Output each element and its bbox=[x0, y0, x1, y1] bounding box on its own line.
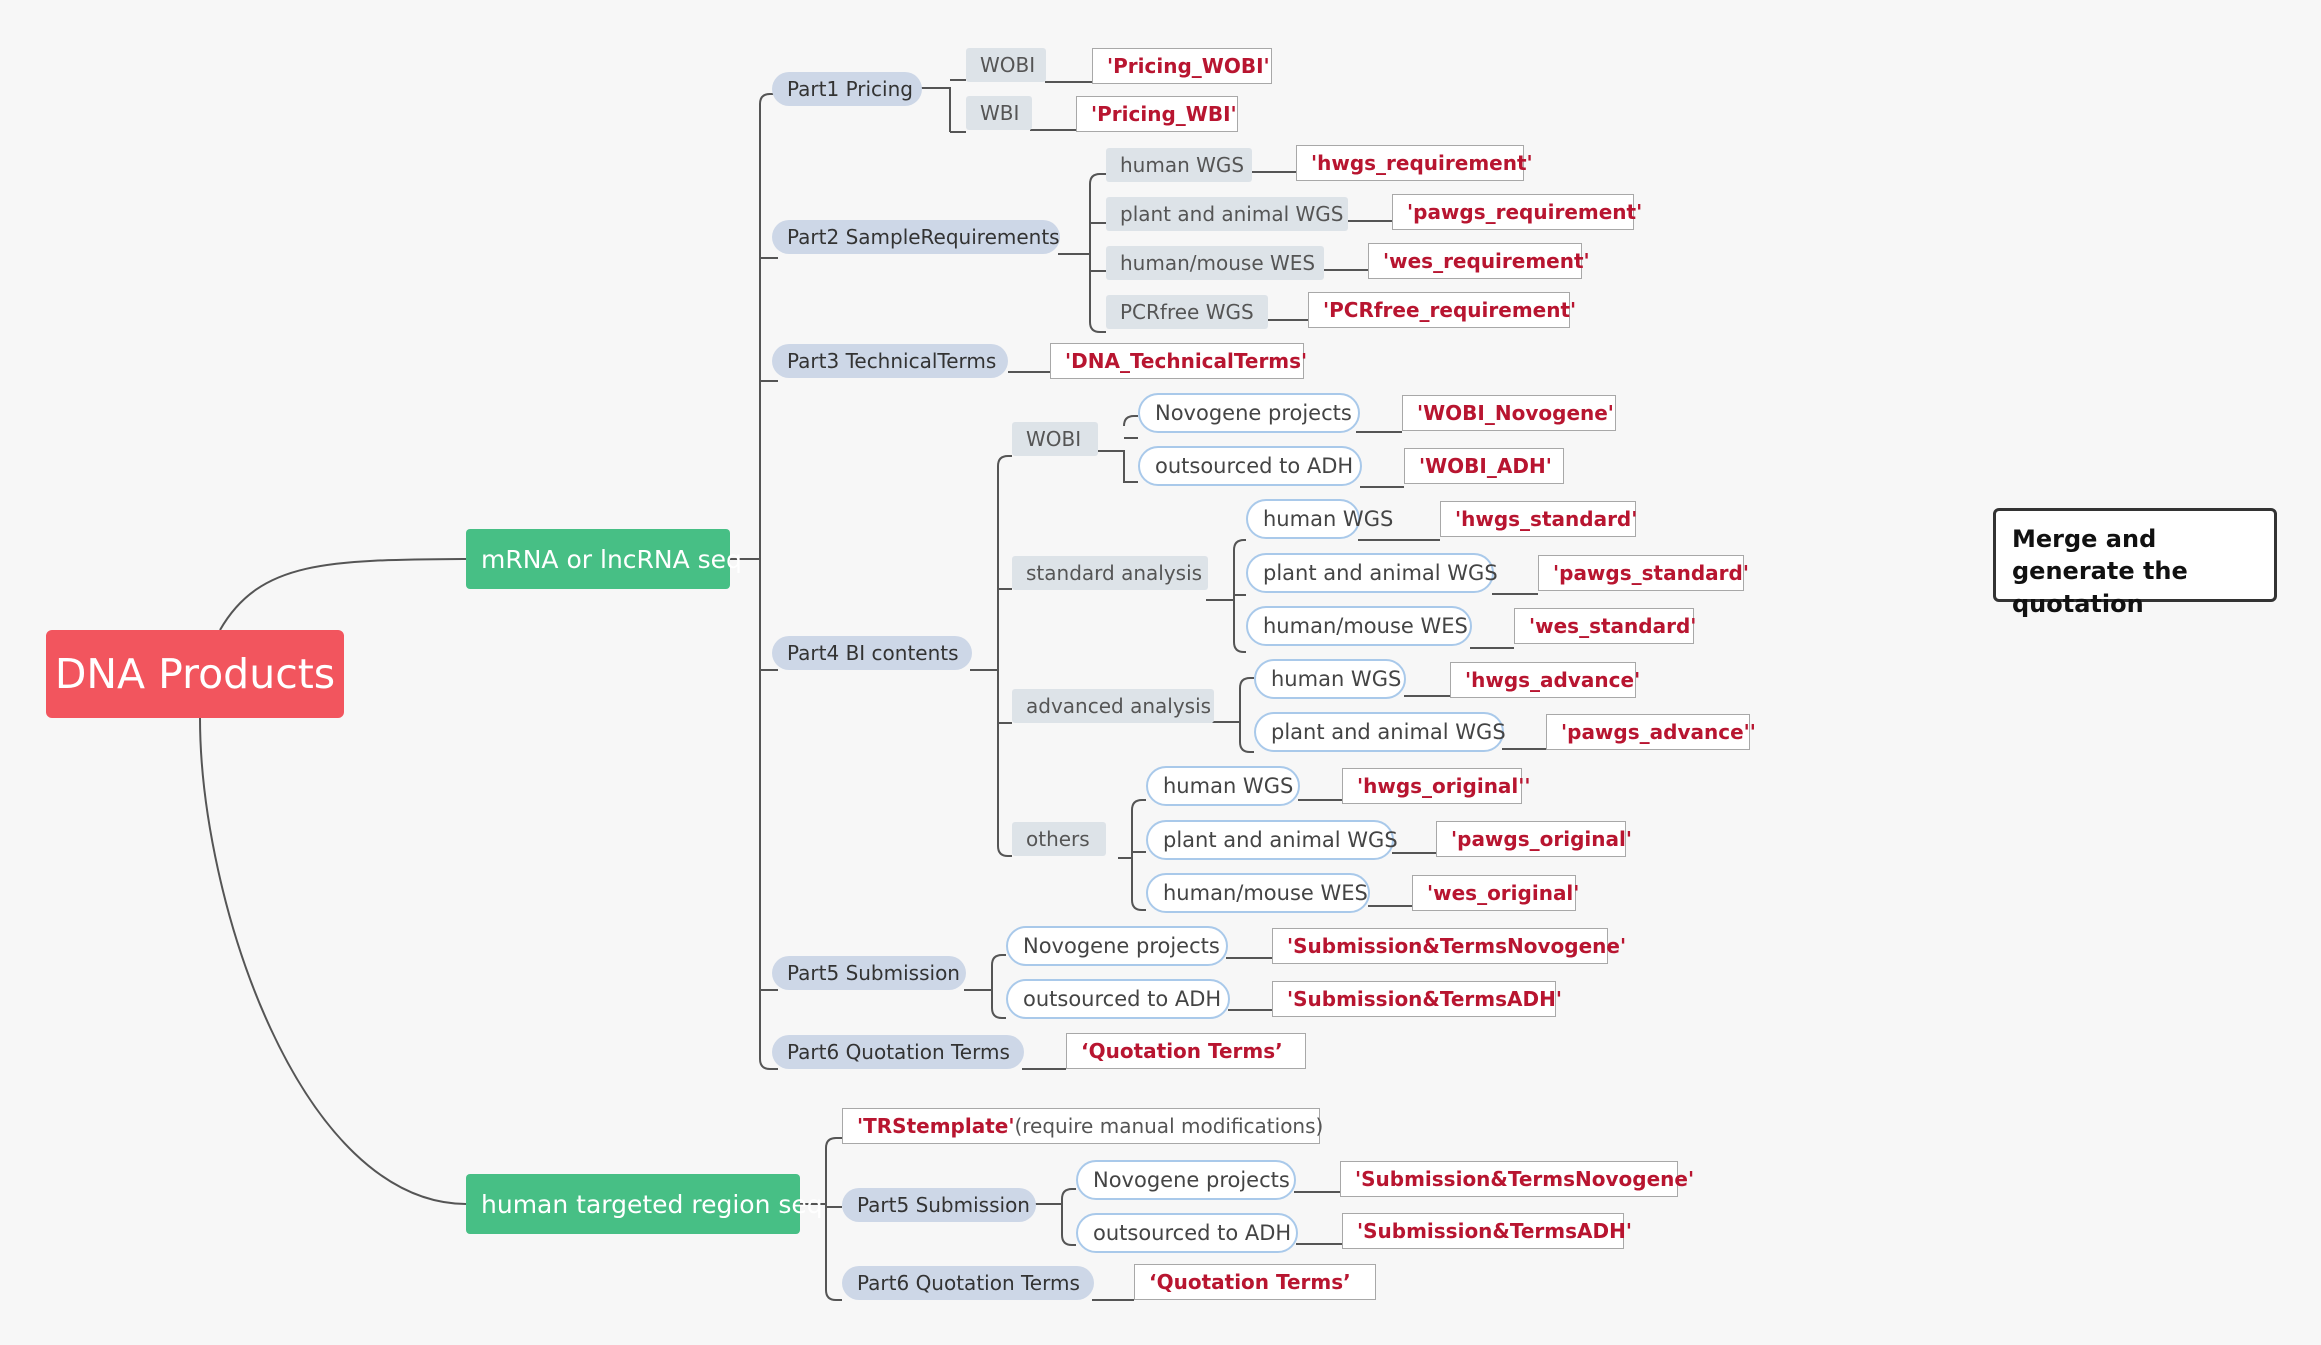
tag-p4[interactable]: 'wes_standard' bbox=[1514, 608, 1696, 644]
part6-quotation-terms[interactable]: Part6 Quotation Terms bbox=[772, 1035, 1024, 1069]
tag-trs-template[interactable]: 'TRStemplate' (require manual modificati… bbox=[842, 1108, 1324, 1144]
tag-htr-p5[interactable]: 'Submission&TermsADH' bbox=[1342, 1213, 1632, 1249]
p4-advanced[interactable]: advanced analysis bbox=[1012, 689, 1214, 723]
p4-others-item[interactable]: human WGS bbox=[1146, 766, 1300, 806]
part3-technical-terms[interactable]: Part3 TechnicalTerms bbox=[772, 344, 1008, 378]
part5-submission[interactable]: Part5 Submission bbox=[772, 956, 966, 990]
p4-standard[interactable]: standard analysis bbox=[1012, 556, 1208, 590]
p4-wobi-item[interactable]: Novogene projects bbox=[1138, 393, 1360, 433]
htr-p5-item[interactable]: outsourced to ADH bbox=[1076, 1213, 1298, 1253]
tag-p4[interactable]: 'pawgs_advance'' bbox=[1546, 714, 1756, 750]
p4-advanced-item[interactable]: plant and animal WGS bbox=[1254, 712, 1506, 752]
p4-others[interactable]: others bbox=[1012, 822, 1106, 856]
tag-trs-template-name: 'TRStemplate' bbox=[857, 1114, 1015, 1138]
p4-wobi[interactable]: WOBI bbox=[1012, 422, 1098, 456]
tag-p4[interactable]: 'pawgs_standard' bbox=[1538, 555, 1749, 591]
part4-bi-contents[interactable]: Part4 BI contents bbox=[772, 636, 972, 670]
tag-p5[interactable]: 'Submission&TermsADH' bbox=[1272, 981, 1562, 1017]
p4-standard-item[interactable]: human WGS bbox=[1246, 499, 1393, 539]
tag-p5[interactable]: 'Submission&TermsNovogene' bbox=[1272, 928, 1626, 964]
merge-node[interactable]: Merge and generate the quotation bbox=[1993, 508, 2277, 618]
tag-pricing-wobi[interactable]: 'Pricing_WOBI' bbox=[1092, 48, 1272, 84]
p1-wobi[interactable]: WOBI bbox=[966, 48, 1046, 82]
tag-trs-template-note: (require manual modifications) bbox=[1014, 1114, 1324, 1138]
branch-mrna[interactable]: mRNA or lncRNA seq bbox=[466, 529, 742, 589]
p4-wobi-item[interactable]: outsourced to ADH bbox=[1138, 446, 1362, 486]
tag-p4[interactable]: 'hwgs_advance' bbox=[1450, 662, 1640, 698]
p1-wbi[interactable]: WBI bbox=[966, 96, 1032, 130]
branch-human-targeted-region[interactable]: human targeted region seq bbox=[466, 1174, 823, 1234]
tag-pricing-wbi[interactable]: 'Pricing_WBI' bbox=[1076, 96, 1238, 132]
tag-p3[interactable]: 'DNA_TechnicalTerms' bbox=[1050, 343, 1307, 379]
p4-standard-item[interactable]: plant and animal WGS bbox=[1246, 553, 1498, 593]
tag-p2[interactable]: 'PCRfree_requirement' bbox=[1308, 292, 1576, 328]
p2-item[interactable]: human WGS bbox=[1106, 148, 1252, 182]
p2-item[interactable]: plant and animal WGS bbox=[1106, 197, 1348, 231]
htr-part5-submission[interactable]: Part5 Submission bbox=[842, 1188, 1036, 1222]
tag-p4[interactable]: 'hwgs_original'' bbox=[1342, 768, 1531, 804]
htr-part6-quotation-terms[interactable]: Part6 Quotation Terms bbox=[842, 1266, 1094, 1300]
p2-item[interactable]: PCRfree WGS bbox=[1106, 295, 1268, 329]
tag-p2[interactable]: 'hwgs_requirement' bbox=[1296, 145, 1533, 181]
tag-p2[interactable]: 'pawgs_requirement' bbox=[1392, 194, 1642, 230]
tag-p4[interactable]: 'WOBI_Novogene' bbox=[1402, 395, 1616, 431]
tag-p4[interactable]: 'hwgs_standard' bbox=[1440, 501, 1637, 537]
p5-item[interactable]: Novogene projects bbox=[1006, 926, 1228, 966]
p2-item[interactable]: human/mouse WES bbox=[1106, 246, 1324, 280]
p4-others-item[interactable]: plant and animal WGS bbox=[1146, 820, 1398, 860]
htr-p5-item[interactable]: Novogene projects bbox=[1076, 1160, 1296, 1200]
tag-p2[interactable]: 'wes_requirement' bbox=[1368, 243, 1590, 279]
p4-standard-item[interactable]: human/mouse WES bbox=[1246, 606, 1472, 646]
tag-p4[interactable]: 'wes_original' bbox=[1412, 875, 1579, 911]
tag-p4[interactable]: 'pawgs_original' bbox=[1436, 821, 1632, 857]
tag-htr-p6[interactable]: ‘Quotation Terms’ bbox=[1134, 1264, 1376, 1300]
part2-sample-requirements[interactable]: Part2 SampleRequirements bbox=[772, 220, 1060, 254]
part1-pricing[interactable]: Part1 Pricing bbox=[772, 72, 922, 106]
p4-advanced-item[interactable]: human WGS bbox=[1254, 659, 1406, 699]
root-node[interactable]: DNA Products bbox=[46, 630, 344, 718]
tag-p4[interactable]: 'WOBI_ADH' bbox=[1404, 448, 1564, 484]
tag-htr-p5[interactable]: 'Submission&TermsNovogene' bbox=[1340, 1161, 1694, 1197]
p5-item[interactable]: outsourced to ADH bbox=[1006, 979, 1230, 1019]
p4-others-item[interactable]: human/mouse WES bbox=[1146, 873, 1370, 913]
tag-p6[interactable]: ‘Quotation Terms’ bbox=[1066, 1033, 1306, 1069]
